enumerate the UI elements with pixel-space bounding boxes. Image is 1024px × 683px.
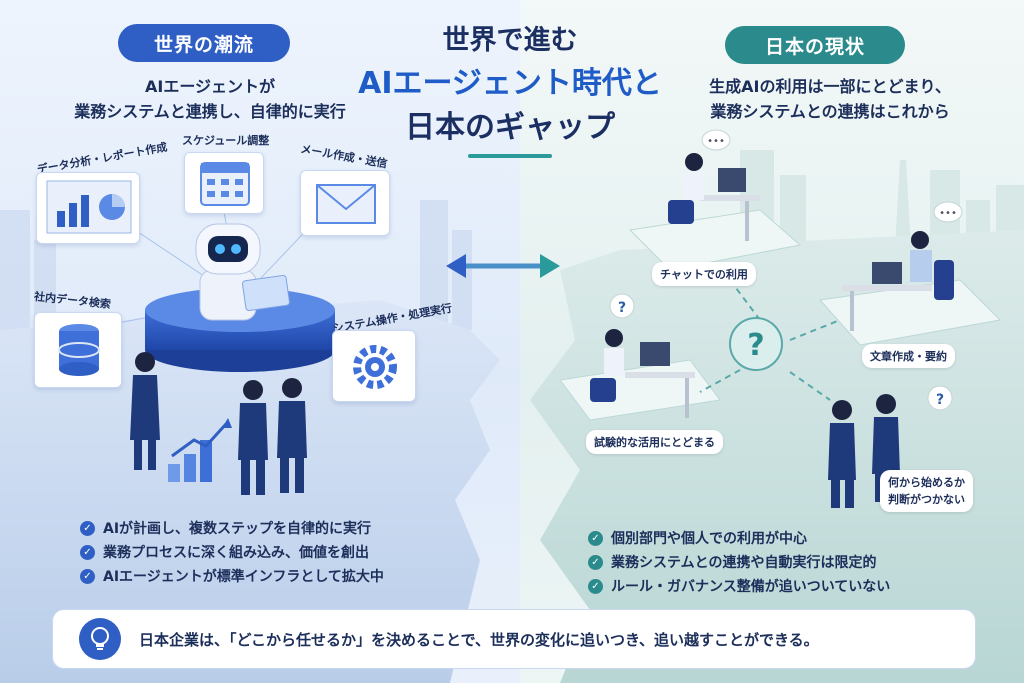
check-icon: ✓ (588, 554, 603, 570)
list-item: ✓ 業務プロセスに深く組み込み、価値を創出 (80, 540, 384, 564)
check-icon: ✓ (80, 544, 95, 560)
title-line1: 世界で進む (442, 25, 578, 56)
card-label-schedule: スケジュール調整 (182, 134, 270, 147)
gear-icon (353, 345, 397, 389)
list-item: ✓ AIが計画し、複数ステップを自律的に実行 (80, 516, 384, 540)
business-people-right (828, 394, 900, 508)
chat-usage-label: チャットでの利用 (652, 262, 756, 286)
growth-bar-chart-icon (168, 418, 232, 482)
left-city-skyline (0, 200, 472, 330)
bottom-message-text: 日本企業は、「どこから任せるか」を決めることで、世界の変化に追いつき、追い越すこ… (139, 630, 819, 649)
japan-points-list: ✓ 個別部門や個人での利用が中心 ✓ 業務システムとの連携や自動実行は限定的 ✓… (588, 526, 890, 598)
world-trend-subtitle: AIエージェントが 業務システムと連携し、自律的に実行 (40, 74, 380, 124)
japan-point-text: 個別部門や個人での利用が中心 (611, 531, 807, 547)
svg-text:•••: ••• (707, 136, 725, 147)
database-icon (58, 324, 100, 376)
japan-subtitle-line1: 生成AIの利用は一部にとどまり、 (709, 77, 951, 96)
world-subtitle-line2: 業務システムと連携し、自律的に実行 (74, 102, 346, 121)
unsure-line2: 判断がつかない (888, 493, 965, 506)
business-people-left (130, 352, 307, 495)
world-point-text: AIエージェントが標準インフラとして拡大中 (103, 569, 384, 585)
svg-text:?: ? (936, 392, 944, 408)
japan-status-subtitle: 生成AIの利用は一部にとどまり、 業務システムとの連携はこれから (660, 74, 1000, 124)
title-line2: AIエージェント時代と (358, 66, 662, 101)
unsure-label: 何から始めるか 判断がつかない (880, 470, 973, 512)
question-mark-icon: ? (729, 317, 783, 371)
email-card (300, 170, 390, 236)
svg-text:?: ? (747, 328, 764, 363)
docs-summary-label: 文章作成・要約 (862, 344, 955, 368)
data-analysis-card (36, 172, 140, 244)
speech-bubble-icon: ••• ••• ? ? (609, 129, 963, 411)
japan-subtitle-line2: 業務システムとの連携はこれから (710, 102, 950, 121)
system-ops-card (332, 330, 416, 402)
bottom-message-bar: 日本企業は、「どこから任せるか」を決めることで、世界の変化に追いつき、追い越すこ… (52, 609, 976, 669)
check-icon: ✓ (588, 530, 603, 546)
bar-chart-icon (46, 180, 132, 234)
calendar-icon (200, 162, 250, 206)
desk-worker-trial (590, 329, 695, 418)
lightbulb-icon (79, 618, 121, 660)
svg-text:?: ? (618, 300, 626, 316)
page-title: 世界で進む AIエージェント時代と 日本のギャップ (335, 20, 685, 150)
japan-point-text: 業務システムとの連携や自動実行は限定的 (611, 555, 877, 571)
trial-usage-label: 試験的な活用にとどまる (586, 430, 723, 454)
japan-status-pill: 日本の現状 (725, 26, 905, 64)
world-trend-pill: 世界の潮流 (118, 24, 290, 62)
unsure-line1: 何から始めるか (888, 476, 965, 489)
world-points-list: ✓ AIが計画し、複数ステップを自律的に実行 ✓ 業務プロセスに深く組み込み、価… (80, 516, 384, 588)
schedule-card (184, 152, 264, 214)
check-icon: ✓ (80, 568, 95, 584)
list-item: ✓ AIエージェントが標準インフラとして拡大中 (80, 564, 384, 588)
list-item: ✓ ルール・ガバナンス整備が追いついていない (588, 574, 890, 598)
world-subtitle-line1: AIエージェントが (144, 77, 276, 96)
list-item: ✓ 業務システムとの連携や自動実行は限定的 (588, 550, 890, 574)
world-point-text: 業務プロセスに深く組み込み、価値を創出 (103, 545, 369, 561)
title-underline (468, 154, 552, 158)
robot-icon (195, 223, 290, 321)
double-arrow-icon (446, 254, 560, 278)
title-line3: 日本のギャップ (405, 110, 615, 145)
desk-worker-chat (668, 153, 760, 241)
desk-worker-docs (842, 231, 954, 331)
check-icon: ✓ (588, 578, 603, 594)
svg-text:•••: ••• (939, 208, 957, 219)
list-item: ✓ 個別部門や個人での利用が中心 (588, 526, 890, 550)
japan-point-text: ルール・ガバナンス整備が追いついていない (611, 579, 891, 595)
db-search-card (34, 312, 122, 388)
world-point-text: AIが計画し、複数ステップを自律的に実行 (103, 521, 372, 537)
envelope-icon (316, 184, 376, 224)
check-icon: ✓ (80, 520, 95, 536)
